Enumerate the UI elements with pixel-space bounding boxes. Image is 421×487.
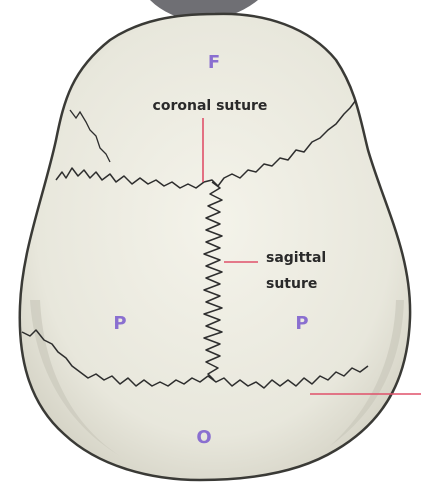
sagittal-suture-label-line2: suture [266,276,317,292]
frontal-bone-letter: F [208,52,220,73]
occipital-bone-letter: O [196,427,211,448]
coronal-suture-label: coronal suture [153,98,268,114]
skull-outline [20,14,410,480]
parietal-left-letter: P [113,313,126,334]
parietal-right-letter: P [295,313,308,334]
sagittal-suture-label-line1: sagittal [266,250,326,266]
